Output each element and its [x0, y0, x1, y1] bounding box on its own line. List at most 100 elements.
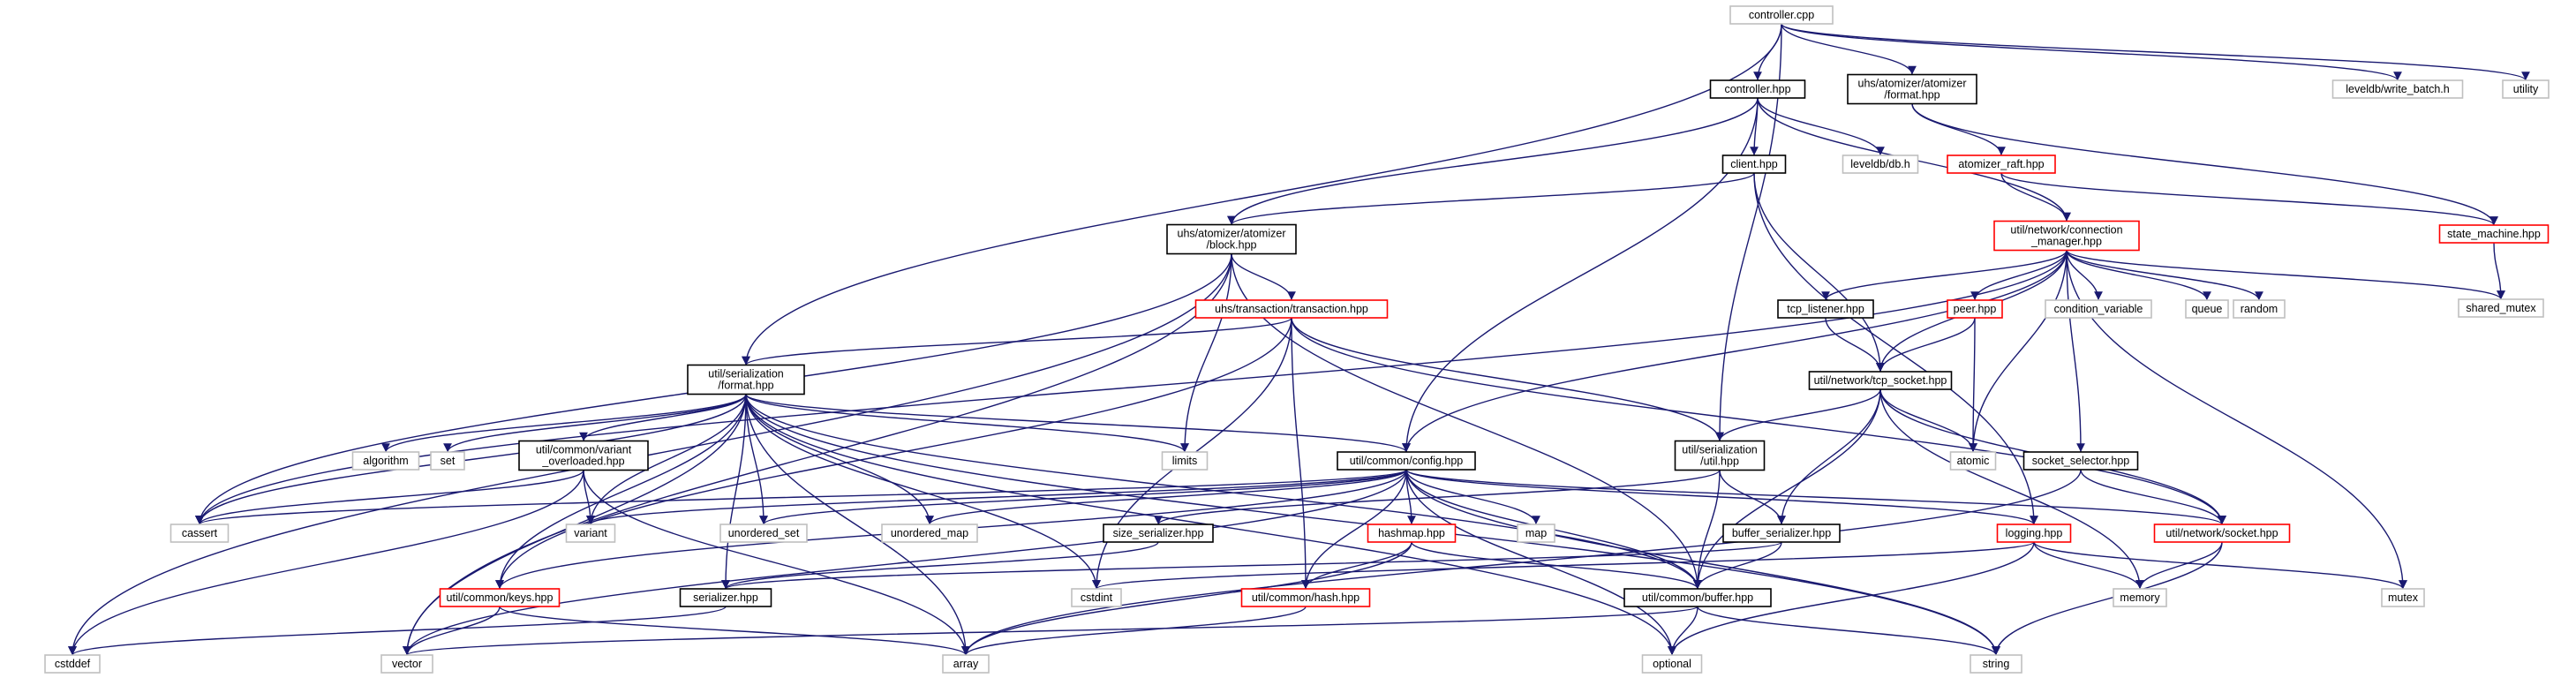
node-transaction-hpp[interactable]: uhs/transaction/transaction.hpp	[1194, 299, 1389, 319]
node-variant-overloaded[interactable]: util/common/variant_overloaded.hpp	[518, 440, 649, 471]
edge-socket_hpp-to-string	[1992, 541, 2223, 656]
edge-socket_selector-to-socket_hpp	[2080, 469, 2226, 525]
node-limits[interactable]: limits	[1161, 451, 1209, 471]
edge-atomizer_format-to-state_machine	[1911, 103, 2498, 226]
node-buffer-hpp[interactable]: util/common/buffer.hpp	[1623, 588, 1772, 607]
node-map[interactable]: map	[1517, 524, 1555, 543]
node-label: util/common/buffer.hpp	[1642, 591, 1753, 604]
node-atomizer-format[interactable]: uhs/atomizer/atomizer/format.hpp	[1847, 73, 1977, 105]
edge-block_hpp-to-transaction_hpp	[1231, 253, 1296, 301]
node-box	[1103, 524, 1214, 543]
edge-atomizer_format-to-atomizer_raft	[1911, 103, 2006, 156]
edge-variant_overloaded-to-array	[583, 470, 970, 656]
node-conn-manager[interactable]: util/network/connection_manager.hpp	[1993, 220, 2140, 252]
node-block-hpp[interactable]: uhs/atomizer/atomizer/block.hpp	[1166, 223, 1297, 255]
node-array[interactable]: array	[942, 654, 990, 674]
edge-buffer_serializer-to-buffer_hpp	[1693, 541, 1782, 590]
node-mutex[interactable]: mutex	[2381, 588, 2425, 607]
node-box	[2153, 524, 2291, 543]
node-set[interactable]: set	[430, 451, 465, 471]
node-ser-format[interactable]: util/serialization/format.hpp	[687, 364, 805, 396]
node-buffer-serializer[interactable]: buffer_serializer.hpp	[1722, 524, 1841, 543]
node-box	[380, 654, 433, 674]
edge-config_hpp-to-cassert	[195, 469, 1407, 525]
edge-config_hpp-to-unordered_set	[759, 469, 1407, 525]
node-label: hashmap.hpp	[1378, 527, 1445, 539]
node-optional[interactable]: optional	[1641, 654, 1703, 674]
edge-ser_format-to-config_hpp	[745, 393, 1411, 453]
node-box	[1641, 654, 1703, 674]
node-queue[interactable]: queue	[2185, 299, 2229, 319]
edge-tcp_socket-to-ser_util	[1715, 388, 1881, 441]
node-client-hpp[interactable]: client.hpp	[1721, 154, 1787, 174]
node-label: logging.hpp	[2006, 527, 2063, 539]
node-state-machine[interactable]: state_machine.hpp	[2438, 224, 2550, 244]
node-keys-hpp[interactable]: util/common/keys.hpp	[439, 588, 561, 607]
node-box	[1842, 154, 1919, 174]
node-box	[2045, 299, 2152, 319]
edge-config_hpp-to-optional	[1405, 469, 1676, 656]
node-hash-hpp[interactable]: util/common/hash.hpp	[1240, 588, 1371, 607]
node-unordered-set[interactable]: unordered_set	[719, 524, 808, 543]
node-variant[interactable]: variant	[565, 524, 616, 543]
node-box	[430, 451, 465, 471]
node-leveldb-db[interactable]: leveldb/db.h	[1842, 154, 1919, 174]
node-shared-mutex[interactable]: shared_mutex	[2458, 298, 2544, 318]
node-peer-hpp[interactable]: peer.hpp	[1947, 299, 2003, 319]
node-config-hpp[interactable]: util/common/config.hpp	[1337, 451, 1476, 471]
node-algorithm[interactable]: algorithm	[351, 451, 420, 471]
node-unordered-map[interactable]: unordered_map	[881, 524, 978, 543]
node-socket-selector[interactable]: socket_selector.hpp	[2022, 451, 2139, 471]
node-controller-cpp[interactable]: controller.cpp	[1729, 5, 1834, 25]
edge-ser_format-to-serializer_hpp	[721, 394, 747, 590]
node-atomic[interactable]: atomic	[1949, 451, 1997, 471]
node-size-serializer[interactable]: size_serializer.hpp	[1103, 524, 1214, 543]
edge-tcp_socket-to-buffer_hpp	[1693, 388, 1881, 590]
node-controller-hpp[interactable]: controller.hpp	[1709, 79, 1806, 99]
node-atomizer-raft[interactable]: atomizer_raft.hpp	[1947, 154, 2056, 174]
edge-transaction_hpp-to-ser_format	[742, 317, 1292, 366]
node-cassert[interactable]: cassert	[169, 524, 230, 543]
node-label: util/serialization	[1682, 444, 1758, 456]
node-box	[1674, 440, 1766, 471]
node-box	[1947, 154, 2056, 174]
edge-controller_cpp-to-write_batch	[1781, 23, 2402, 81]
node-cstddef[interactable]: cstddef	[44, 654, 101, 674]
edge-buffer_hpp-to-optional	[1668, 606, 1699, 656]
node-ser-util[interactable]: util/serialization/util.hpp	[1674, 440, 1766, 471]
node-tcp-socket[interactable]: util/network/tcp_socket.hpp	[1808, 371, 1953, 390]
edge-conn_manager-to-atomic	[1969, 250, 2068, 453]
node-memory[interactable]: memory	[2113, 588, 2167, 607]
node-tcp-listener[interactable]: tcp_listener.hpp	[1777, 299, 1874, 319]
node-random[interactable]: random	[2233, 299, 2286, 319]
node-box	[2331, 79, 2464, 99]
node-label: /util.hpp	[1700, 456, 1739, 468]
edge-logging_hpp-to-cstdint	[1092, 541, 2035, 590]
node-vector[interactable]: vector	[380, 654, 433, 674]
node-condition-variable[interactable]: condition_variable	[2045, 299, 2152, 319]
edge-conn_manager-to-peer_hpp	[1970, 250, 2068, 301]
node-label: cassert	[182, 527, 218, 539]
edge-variant_overloaded-to-cassert	[195, 470, 584, 525]
edge-conn_manager-to-cassert	[195, 250, 2068, 525]
node-label: /block.hpp	[1207, 239, 1257, 252]
edge-tcp_socket-to-buffer_serializer	[1777, 388, 1881, 525]
node-logging-hpp[interactable]: logging.hpp	[1996, 524, 2072, 543]
node-label: uhs/atomizer/atomizer	[1178, 228, 1286, 240]
node-string[interactable]: string	[1970, 654, 2022, 674]
node-serializer-hpp[interactable]: serializer.hpp	[679, 588, 772, 607]
node-box	[518, 440, 649, 471]
edge-state_machine-to-shared_mutex	[2493, 242, 2505, 300]
node-write-batch[interactable]: leveldb/write_batch.h	[2331, 79, 2464, 99]
node-box	[1709, 79, 1806, 99]
edge-conn_manager-to-random	[2066, 250, 2263, 301]
node-box	[44, 654, 101, 674]
edges-layer	[68, 23, 2530, 656]
node-label: peer.hpp	[1954, 303, 1997, 315]
node-cstdint[interactable]: cstdint	[1071, 588, 1122, 607]
node-utility[interactable]: utility	[2502, 79, 2550, 99]
node-label: client.hpp	[1730, 158, 1778, 170]
node-hashmap-hpp[interactable]: hashmap.hpp	[1367, 524, 1457, 543]
node-socket-hpp[interactable]: util/network/socket.hpp	[2153, 524, 2291, 543]
node-label: util/common/config.hpp	[1350, 455, 1464, 467]
